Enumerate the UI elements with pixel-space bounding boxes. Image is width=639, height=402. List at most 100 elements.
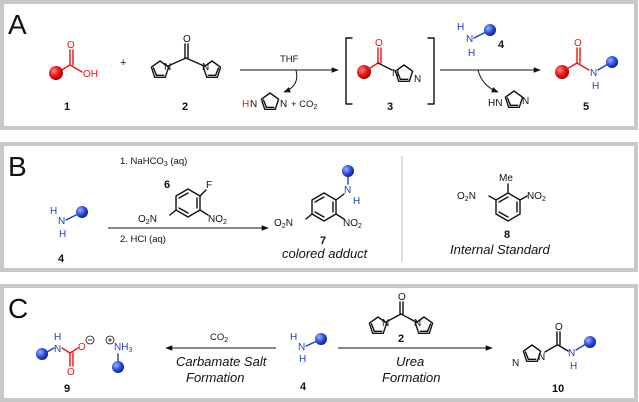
compound-3: O N N 3 xyxy=(345,37,435,113)
reagent-number-6: 6 xyxy=(164,179,170,191)
amine-4: H N H 4 xyxy=(290,332,327,393)
reagent-6-dnfb: F NO2 O2N xyxy=(138,180,227,226)
amide-hydrogen: H xyxy=(592,81,599,92)
compound-1: O OH 1 xyxy=(49,40,98,113)
panel-a: A O OH 1 + O N N 2 THF xyxy=(0,0,638,130)
amine-4: H N H 4 xyxy=(50,206,88,265)
urea-nitrogen: N xyxy=(568,348,575,359)
plus-sign: + xyxy=(120,57,126,69)
nitrogen-label: N xyxy=(538,352,545,363)
svg-text:NO2: NO2 xyxy=(527,191,546,203)
compound-number-5: 5 xyxy=(583,101,589,113)
compound-number-9: 9 xyxy=(64,383,70,395)
colored-adduct-caption: colored adduct xyxy=(282,246,369,261)
svg-text:NO2: NO2 xyxy=(343,218,362,230)
urea-caption-line2: Formation xyxy=(382,370,441,385)
amine-hydrogen: H xyxy=(468,48,475,59)
compound-number-2: 2 xyxy=(182,101,188,113)
amine-nitrogen: N xyxy=(58,216,65,227)
hydroxyl-label: OH xyxy=(83,69,98,80)
panel-c-frame xyxy=(0,284,638,402)
compound-8: Me NO2 O2N 8 Internal Standard xyxy=(450,173,551,257)
amine-hydrogen: H xyxy=(50,206,57,217)
svg-text:O2N: O2N xyxy=(138,214,157,226)
amine-nitrogen: N xyxy=(298,342,305,353)
svg-text:NO2: NO2 xyxy=(208,214,227,226)
panel-b-frame xyxy=(0,142,638,272)
methyl-label: Me xyxy=(499,173,513,184)
compound-number-3: 3 xyxy=(387,101,393,113)
internal-standard-caption: Internal Standard xyxy=(450,242,551,257)
compound-number-7: 7 xyxy=(320,235,326,247)
panel-a-frame xyxy=(0,0,638,130)
nitrogen-label: N xyxy=(392,68,399,79)
oxygen-label: O xyxy=(67,40,75,51)
compound-5: O N H 5 xyxy=(555,38,618,113)
nitrogen-label: HN xyxy=(488,98,502,109)
reagent-thf: THF xyxy=(280,54,299,65)
compound-9: N H O O NH3 9 xyxy=(36,332,132,395)
svg-text:+ CO2: + CO2 xyxy=(291,99,317,111)
carbamate-caption-line1: Carbamate Salt xyxy=(176,354,268,369)
compound-10: N N O N H 10 xyxy=(512,322,596,395)
compound-number-1: 1 xyxy=(64,101,70,113)
byproduct-curve xyxy=(477,69,499,93)
nitrogen-label: N xyxy=(382,318,389,329)
panel-c: C N H O O NH3 9 CO2 Carbamate S xyxy=(0,284,638,402)
compound-number-4: 4 xyxy=(300,381,307,393)
panel-b: B H N H 4 1. NaHCO3 (aq) 6 F NO2 O2N 2. … xyxy=(0,142,638,272)
nitrogen-label: N xyxy=(202,62,209,73)
oxygen-label: O xyxy=(67,367,75,378)
oxygen-label: O xyxy=(398,292,406,303)
amide-nitrogen: N xyxy=(590,68,597,79)
nitrogen-label: N xyxy=(512,358,519,369)
panel-a-letter: A xyxy=(8,9,27,40)
svg-text:O2N: O2N xyxy=(274,218,293,230)
panel-b-letter: B xyxy=(8,151,27,182)
compound-7: N H NO2 O2N 7 colored adduct xyxy=(274,165,369,261)
amine-hydrogen: H xyxy=(299,354,306,365)
compound-number-8: 8 xyxy=(504,229,510,241)
amine-hydrogen: H xyxy=(59,229,66,240)
compound-2: O N N 2 xyxy=(150,34,222,113)
oxygen-label: O xyxy=(78,342,86,353)
byproduct-curve xyxy=(283,69,298,93)
red-substituent-ball xyxy=(49,66,63,80)
fluorine-label: F xyxy=(206,180,212,191)
amine-hydrogen: H xyxy=(353,196,360,207)
nitrogen-label: N xyxy=(280,99,287,110)
compound-number-4: 4 xyxy=(58,253,65,265)
compound-number-4: 4 xyxy=(498,39,505,51)
oxygen-label: O xyxy=(375,38,383,49)
reagent-2-cdi: O N N 2 xyxy=(368,292,434,345)
byproduct-hydrogen: H xyxy=(242,99,249,110)
nitrogen-label: N xyxy=(164,62,171,73)
compound-number-10: 10 xyxy=(552,383,564,395)
compound-number-2: 2 xyxy=(398,333,404,345)
amine-hydrogen: H xyxy=(290,332,297,343)
nitrogen-label: N xyxy=(250,99,257,110)
nitrogen-label: N xyxy=(522,96,529,107)
nitrogen-label: N xyxy=(414,318,421,329)
amine-hydrogen: H xyxy=(457,22,464,33)
imidazole-byproduct: H N N + CO2 xyxy=(242,92,317,111)
carbamate-nitrogen: N xyxy=(54,344,61,355)
carbamate-hydrogen: H xyxy=(54,332,61,343)
condition-step-2: 2. HCl (aq) xyxy=(120,234,166,245)
panel-c-letter: C xyxy=(8,293,28,324)
nitrogen-label: N xyxy=(414,74,421,85)
reagent-co2: CO2 xyxy=(210,332,228,344)
amine-nitrogen: N xyxy=(344,185,351,196)
condition-step-1: 1. NaHCO3 (aq) xyxy=(120,156,187,168)
oxygen-label: O xyxy=(555,322,563,333)
amine-nitrogen: N xyxy=(466,34,473,45)
imidazole-byproduct: HN N xyxy=(488,90,529,109)
carbamate-caption-line2: Formation xyxy=(186,370,245,385)
oxygen-label: O xyxy=(574,38,582,49)
amine-4-reagent: H N H 4 xyxy=(457,22,505,59)
oxygen-label: O xyxy=(183,34,191,45)
urea-caption-line1: Urea xyxy=(396,354,424,369)
svg-text:O2N: O2N xyxy=(457,191,476,203)
svg-text:NH3: NH3 xyxy=(114,342,132,354)
